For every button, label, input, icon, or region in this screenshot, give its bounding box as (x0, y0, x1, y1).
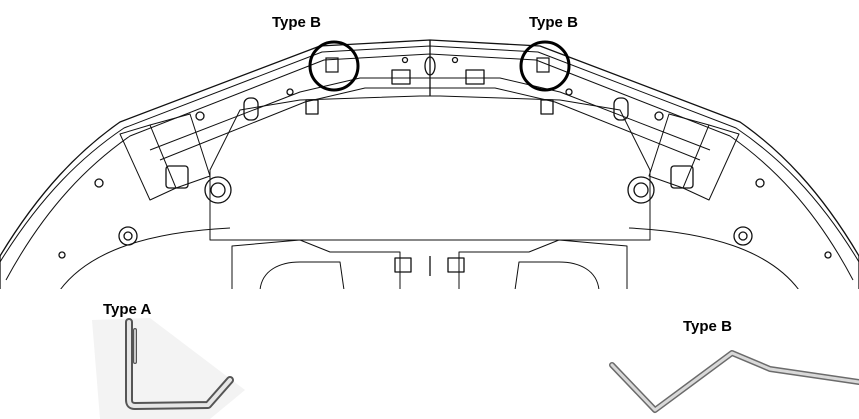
callout-circle-right (519, 40, 571, 92)
callout-right-label: Type B (529, 14, 578, 31)
clip-b-label: Type B (683, 318, 732, 335)
clip-a-label: Type A (103, 301, 152, 318)
bumper-cover-drawing (0, 39, 859, 291)
clip-b-shape (609, 350, 859, 413)
clip-left-detail (325, 57, 339, 73)
callout-left-label: Type B (272, 14, 321, 31)
callout-circle-left (308, 40, 360, 92)
clip-right-detail (536, 57, 550, 73)
clip-a-shape (125, 318, 234, 410)
